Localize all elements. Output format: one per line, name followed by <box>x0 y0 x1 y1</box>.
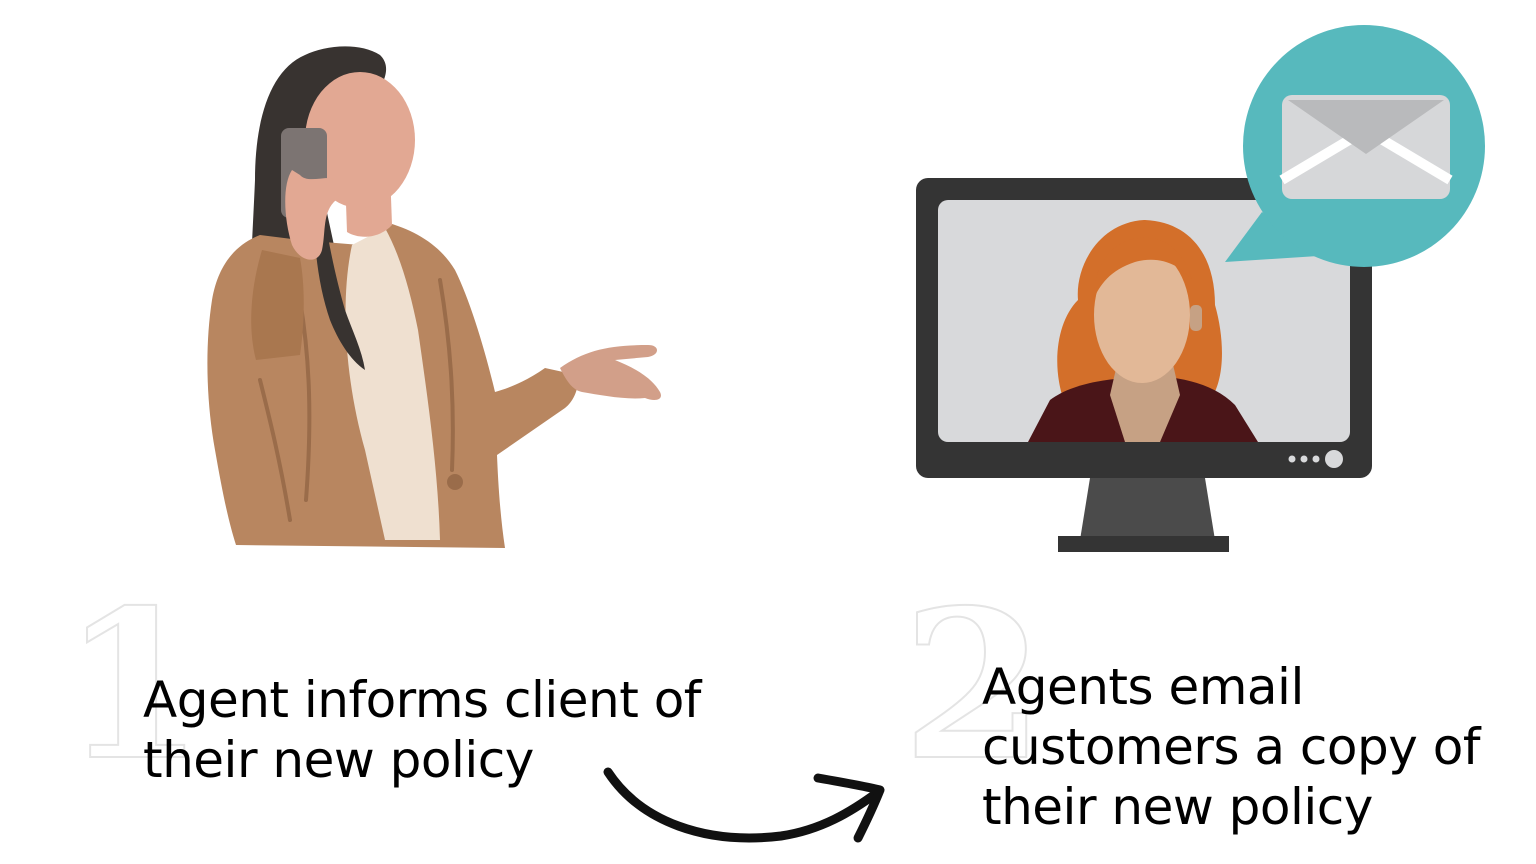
flow-arrow-curve <box>603 767 883 843</box>
agent-extended-hand <box>560 345 661 400</box>
video-person-face <box>1094 247 1190 383</box>
step-1-description: Agent informs client of their new policy <box>143 670 701 790</box>
video-person-fringe <box>1093 237 1192 300</box>
flow-arrow-head <box>813 773 885 843</box>
step-2-line-3: their new policy <box>982 778 1373 836</box>
monitor-base <box>1058 536 1229 552</box>
step-1-line-2: their new policy <box>143 731 534 789</box>
jacket-button <box>447 474 463 490</box>
step-1-number: 1 <box>61 566 206 806</box>
flow-arrow-icon <box>603 767 885 843</box>
agent-sleeve <box>251 250 304 360</box>
monitor-dot <box>1312 455 1320 463</box>
step-2-description: Agents email customers a copy of their n… <box>982 657 1480 837</box>
step-2-line-1: Agents email <box>982 658 1304 716</box>
monitor-dot <box>1300 455 1308 463</box>
monitor-stand <box>1080 478 1215 540</box>
envelope-icon <box>1279 95 1453 199</box>
monitor-dot <box>1288 455 1296 463</box>
monitor-power-button <box>1325 450 1343 468</box>
agent-face <box>305 72 415 208</box>
video-person-ear <box>1190 305 1202 331</box>
agent-shirt <box>345 228 440 540</box>
step-1-line-1: Agent informs client of <box>143 671 701 729</box>
speech-bubble-tail <box>1225 212 1318 262</box>
jacket-crease <box>258 278 455 522</box>
agent-phone-hand <box>285 170 341 260</box>
video-person-neck <box>1110 360 1180 442</box>
step-2-number: 2 <box>901 566 1046 806</box>
step-2-line-2: customers a copy of <box>982 718 1480 776</box>
